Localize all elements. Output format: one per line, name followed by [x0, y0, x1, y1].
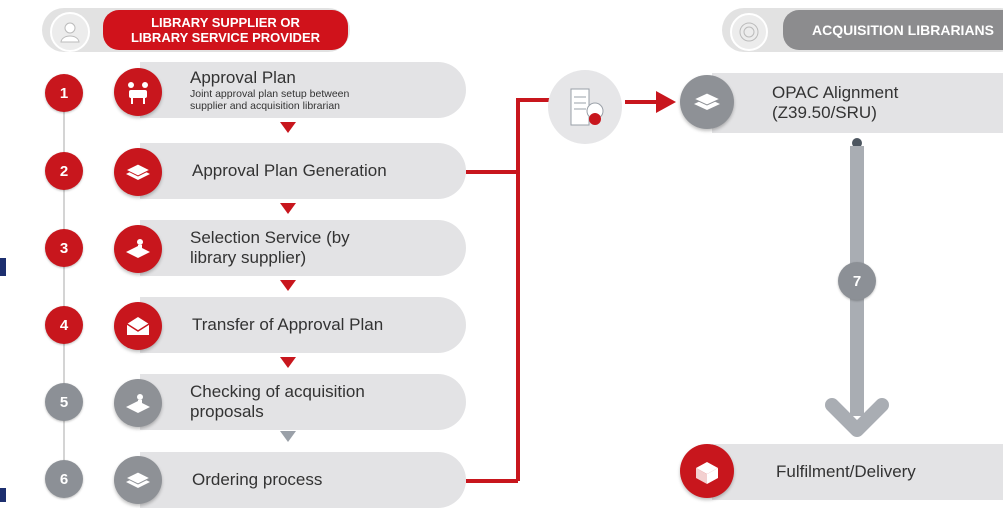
step-number-text: 6 [59, 470, 69, 488]
step-6-title: Ordering process [192, 470, 323, 489]
opac-title-line2: (Z39.50/SRU) [772, 103, 877, 122]
arrow-3-4 [280, 280, 296, 291]
step-number-text: 4 [59, 316, 69, 334]
arrowhead-to-opac [656, 91, 676, 113]
step-3-number: 3 [45, 229, 83, 267]
step-5-title-line2: proposals [190, 402, 264, 421]
step-number-text: 7 [852, 272, 862, 290]
person-checking-books-icon [114, 379, 162, 427]
gray-arrow-head [825, 398, 889, 437]
librarians-label-text: ACQUISITION LIBRARIANS [812, 22, 994, 38]
step-number-text: 5 [59, 393, 69, 411]
edge-mark [0, 258, 6, 276]
step-number-text: 1 [59, 84, 69, 102]
step-7-number: 7 [838, 262, 876, 300]
arrow-1-2 [280, 122, 296, 133]
delivery-boxes-icon [680, 444, 734, 498]
step-number-text: 3 [59, 239, 69, 257]
step-5-pill: Checking of acquisition proposals [140, 374, 466, 430]
step-6-pill: Ordering process [140, 452, 466, 508]
person-icon [50, 12, 90, 52]
document-stack-icon [114, 148, 162, 196]
arrow-4-5 [280, 357, 296, 368]
document-stack-icon [114, 456, 162, 504]
librarians-label: ACQUISITION LIBRARIANS [783, 10, 1003, 50]
opac-pill: OPAC Alignment (Z39.50/SRU) [712, 73, 1003, 133]
step-3-title-line2: library supplier) [190, 248, 307, 267]
step-3-pill: Selection Service (by library supplier) [140, 220, 466, 276]
step-2-number: 2 [45, 152, 83, 190]
arrow-2-3 [280, 203, 296, 214]
step-1-subtitle-line1: Joint approval plan setup between [190, 88, 350, 100]
step-1-subtitle-line2: supplier and acquisition librarian [190, 100, 341, 112]
opac-title-line1: OPAC Alignment [772, 83, 899, 102]
opac-dot [852, 138, 862, 148]
envelope-icon [114, 302, 162, 350]
step-1-title: Approval Plan [190, 68, 296, 87]
step-3-title-line1: Selection Service (by [190, 228, 350, 247]
step-5-title-line1: Checking of acquisition [190, 382, 365, 401]
step-6-number: 6 [45, 460, 83, 498]
step-2-pill: Approval Plan Generation [140, 143, 466, 199]
meeting-people-icon [114, 68, 162, 116]
fulfilment-title: Fulfilment/Delivery [776, 462, 916, 481]
book-stack-icon [680, 75, 734, 129]
person-reading-books-icon [114, 225, 162, 273]
server-globe-icon [548, 70, 622, 144]
library-seal-icon [730, 13, 768, 51]
supplier-label-line2: LIBRARY SERVICE PROVIDER [130, 30, 321, 45]
step-1-number: 1 [45, 74, 83, 112]
step-1-pill: Approval Plan Joint approval plan setup … [140, 62, 466, 118]
step-4-number: 4 [45, 306, 83, 344]
step-5-number: 5 [45, 383, 83, 421]
fulfilment-pill: Fulfilment/Delivery [712, 444, 1003, 500]
step-number-text: 2 [59, 162, 69, 180]
step-4-title: Transfer of Approval Plan [192, 315, 384, 334]
edge-mark [0, 488, 6, 502]
step-2-title: Approval Plan Generation [192, 161, 387, 180]
arrow-5-6 [280, 431, 296, 442]
supplier-label-line1: LIBRARY SUPPLIER OR [151, 15, 300, 30]
step-4-pill: Transfer of Approval Plan [140, 297, 466, 353]
